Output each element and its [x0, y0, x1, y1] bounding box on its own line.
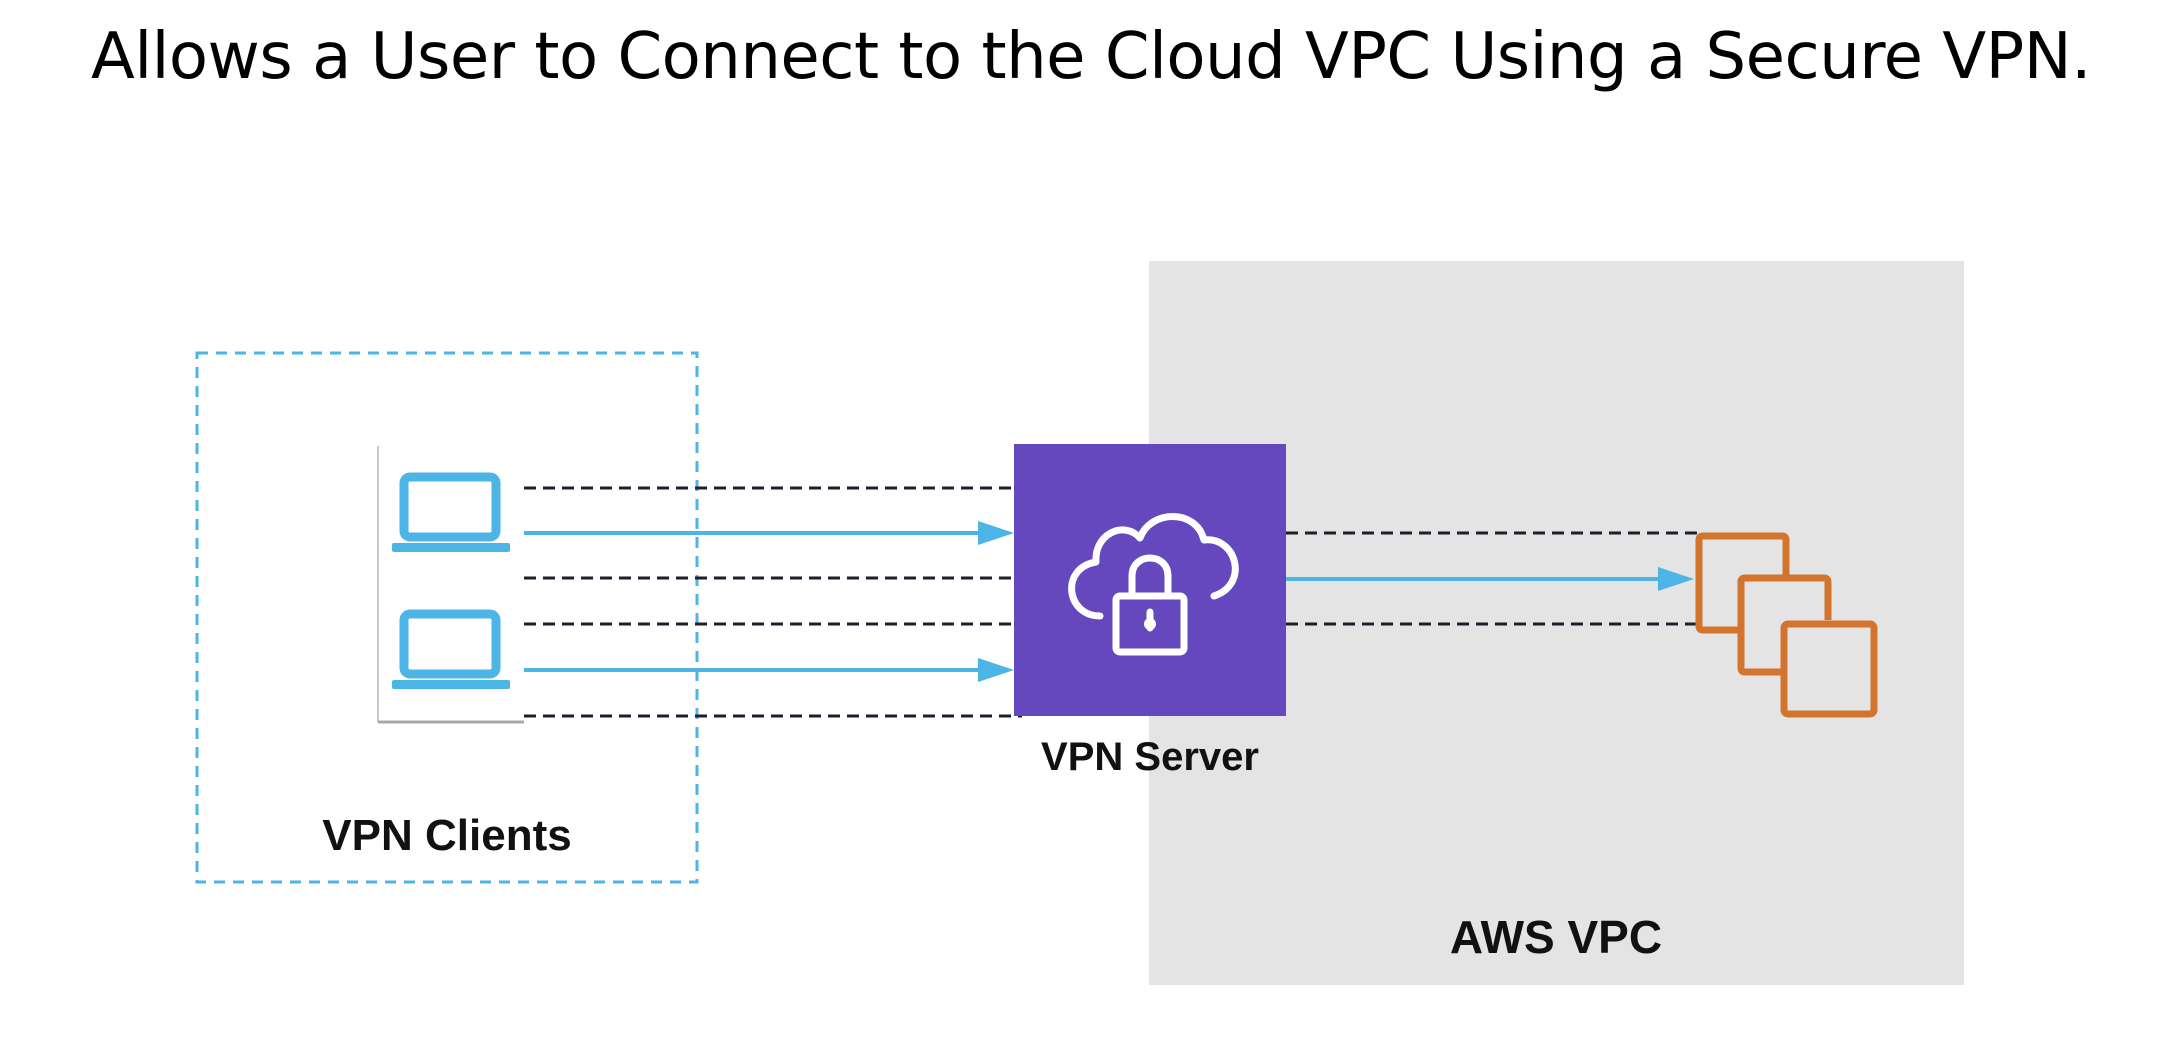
- client-arrow: [524, 658, 1014, 682]
- page-title: Allows a User to Connect to the Cloud VP…: [91, 20, 2091, 94]
- client-arrow: [524, 521, 1014, 545]
- stacked-instances-icon: [1695, 532, 1878, 718]
- vpn-server-label: VPN Server: [1041, 735, 1259, 779]
- vpn-server-box: [1014, 444, 1286, 716]
- tunnel-lines-left: [524, 486, 1022, 718]
- cloud-lock-icon: [1068, 513, 1239, 656]
- tunnel-lines-right: [1286, 531, 1700, 626]
- vpn-clients-group: [195, 351, 699, 884]
- laptop-icon: [392, 472, 510, 552]
- laptop-icon: [392, 609, 510, 689]
- aws-vpc-label: AWS VPC: [1450, 911, 1662, 963]
- vpn-clients-label: VPN Clients: [322, 811, 571, 860]
- server-arrow: [1286, 567, 1694, 591]
